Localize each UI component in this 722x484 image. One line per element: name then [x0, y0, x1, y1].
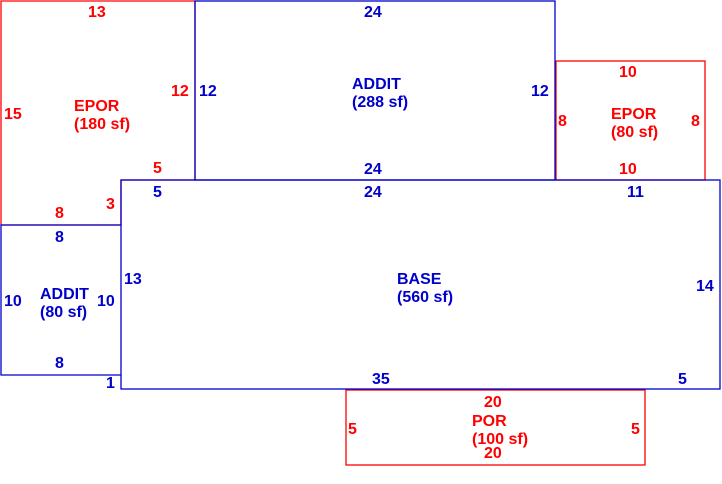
- dim-base-left: 13: [124, 271, 142, 288]
- dim-base-top-mid: 24: [364, 184, 382, 201]
- base-name: BASE: [397, 271, 442, 288]
- addit-left-outline: [0, 224, 121, 376]
- dim-epor-left-top: 13: [88, 4, 106, 21]
- dim-addit-top-bottom: 24: [364, 161, 382, 178]
- dim-base-bottom-mid: 35: [372, 371, 390, 388]
- dim-epor-left-right: 12: [171, 83, 189, 100]
- addit-left-name: ADDIT: [40, 286, 89, 303]
- dim-por-left: 5: [348, 421, 357, 438]
- dim-epor-left-step: 3: [106, 196, 115, 213]
- epor-left-name: EPOR: [74, 98, 120, 115]
- epor-right-name: EPOR: [611, 106, 657, 123]
- dim-epor-left-notch: 5: [153, 160, 162, 177]
- dim-epor-right-right: 8: [691, 113, 700, 130]
- dim-addit-top-left: 12: [199, 83, 217, 100]
- addit-top-name: ADDIT: [352, 76, 401, 93]
- dim-addit-left-left: 10: [4, 293, 22, 310]
- epor-left-area: (180 sf): [74, 116, 130, 133]
- dim-por-top: 20: [484, 394, 502, 411]
- dim-addit-top-right: 12: [531, 83, 549, 100]
- addit-left-area: (80 sf): [40, 304, 87, 321]
- dim-base-bottom-left: 1: [106, 375, 115, 392]
- addit-top-area: (288 sf): [352, 94, 408, 111]
- dim-addit-top-top: 24: [364, 4, 382, 21]
- dim-epor-left-side: 15: [4, 106, 22, 123]
- dim-addit-left-bottom: 8: [55, 355, 64, 372]
- por-name: POR: [472, 413, 507, 430]
- base-outline: [120, 179, 721, 390]
- dim-por-bottom: 20: [484, 445, 502, 462]
- dim-por-right: 5: [631, 421, 640, 438]
- base-area: (560 sf): [397, 289, 453, 306]
- dim-epor-left-bottom: 8: [55, 205, 64, 222]
- dim-base-top-left: 5: [153, 184, 162, 201]
- dim-base-top-right: 11: [627, 184, 644, 201]
- dim-epor-right-left: 8: [558, 113, 567, 130]
- dim-epor-right-top: 10: [619, 64, 637, 81]
- por-outline: [345, 389, 646, 466]
- dim-epor-right-bottom: 10: [619, 161, 637, 178]
- dim-addit-left-right: 10: [97, 293, 115, 310]
- dim-base-bottom-right: 5: [678, 371, 687, 388]
- dim-addit-left-top: 8: [55, 229, 64, 246]
- dim-base-right: 14: [696, 278, 714, 295]
- epor-right-area: (80 sf): [611, 124, 658, 141]
- por-area: (100 sf): [472, 431, 528, 448]
